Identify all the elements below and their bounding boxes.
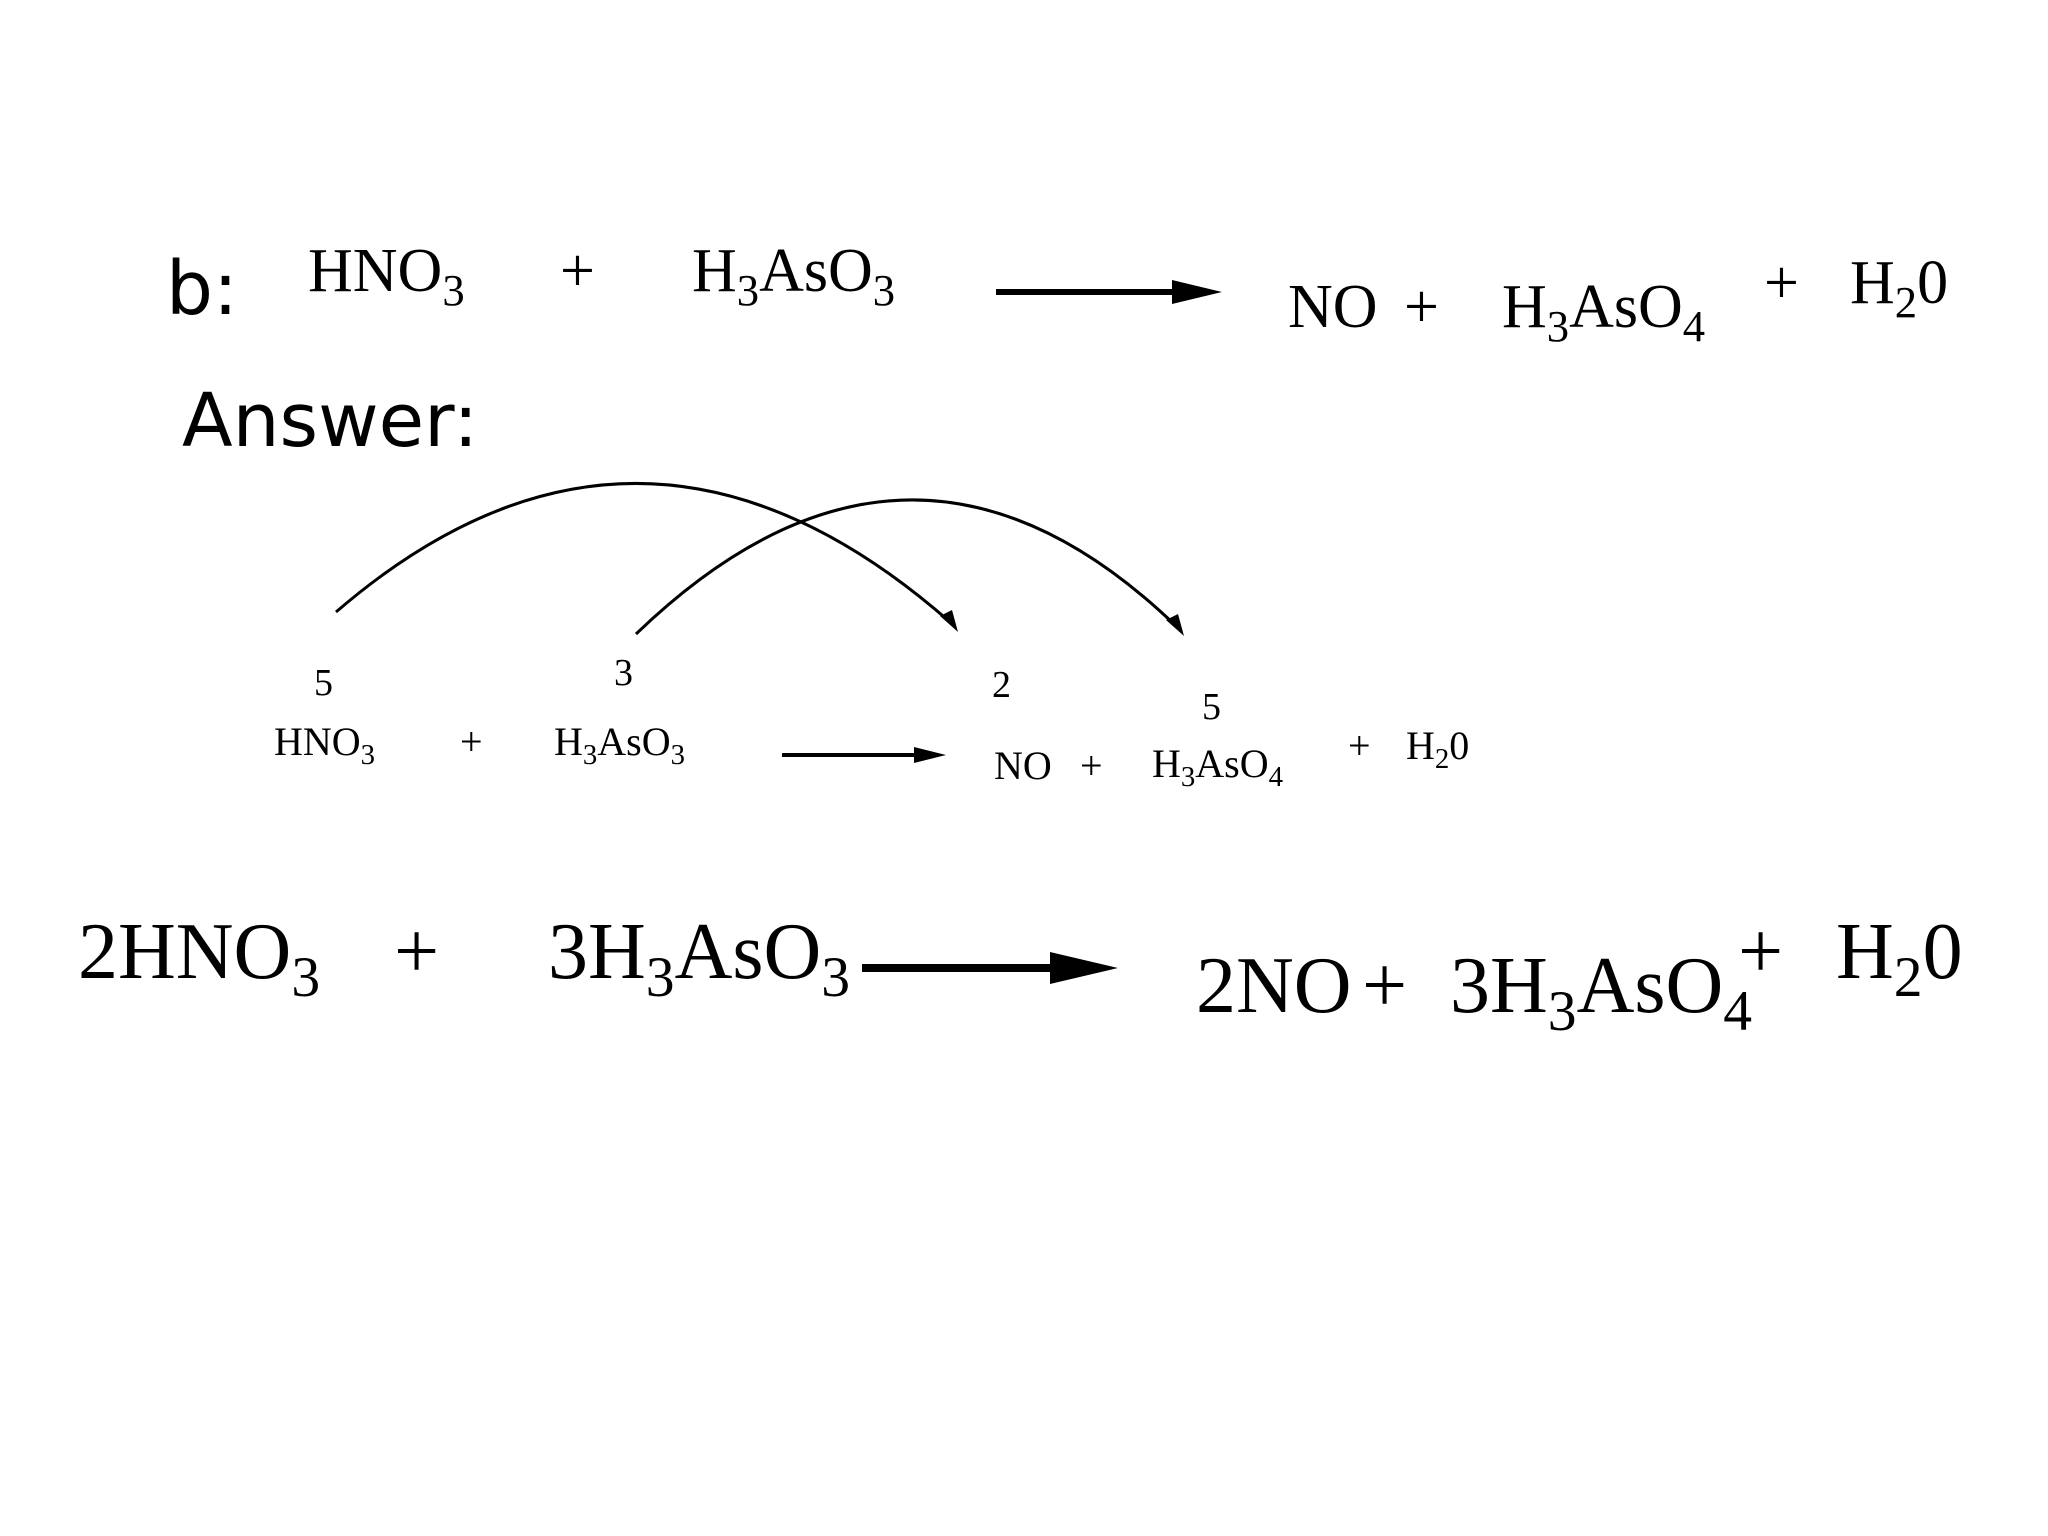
- question-reactant-h3aso3: H3AsO3: [692, 237, 896, 316]
- diagram-plus-1: +: [460, 719, 483, 764]
- question-label: b:: [166, 246, 238, 332]
- question-product-no: NO: [1288, 273, 1378, 341]
- balanced-reactant-h3aso3: 3H3AsO3: [548, 908, 851, 1010]
- balanced-product-no: 2NO: [1196, 942, 1352, 1030]
- balanced-plus-3: +: [1738, 908, 1784, 996]
- question-product-h2o: H20: [1850, 249, 1949, 328]
- diagram-product-h3aso4: H3AsO4: [1152, 741, 1284, 794]
- balanced-reaction-arrow: [862, 952, 1118, 984]
- diagram-reaction-arrow: [782, 747, 946, 763]
- electron-count-h3aso3: 3: [614, 652, 633, 694]
- balanced-plus-1: +: [394, 908, 440, 996]
- question-plus-3: +: [1764, 249, 1799, 317]
- diagram-plus-3: +: [1348, 723, 1371, 768]
- balanced-product-h3aso4: 3H3AsO4: [1450, 942, 1753, 1044]
- question-plus-1: +: [560, 237, 595, 305]
- electron-count-no: 2: [992, 664, 1011, 706]
- electron-transfer-arc-h3aso3-to-h3aso4: [634, 498, 1184, 636]
- diagram-product-no: NO: [994, 743, 1052, 788]
- balanced-product-h2o: H20: [1836, 908, 1963, 1010]
- diagram-product-h2o: H20: [1406, 723, 1470, 776]
- electron-count-h3aso4: 5: [1202, 686, 1221, 728]
- question-reactant-hno3: HNO3: [308, 237, 465, 316]
- diagram-reactant-hno3: HNO3: [274, 719, 376, 772]
- question-reaction-arrow: [996, 280, 1222, 304]
- electron-transfer-arc-hno3-to-no: [335, 482, 958, 632]
- question-plus-2: +: [1404, 273, 1439, 341]
- answer-label: Answer:: [182, 378, 479, 464]
- question-product-h3aso4: H3AsO4: [1502, 273, 1706, 352]
- electron-count-hno3: 5: [314, 662, 333, 704]
- diagram-plus-2: +: [1080, 743, 1103, 788]
- diagram-reactant-h3aso3: H3AsO3: [554, 719, 686, 772]
- balanced-plus-2: +: [1362, 942, 1408, 1030]
- balanced-reactant-hno3: 2HNO3: [78, 908, 321, 1010]
